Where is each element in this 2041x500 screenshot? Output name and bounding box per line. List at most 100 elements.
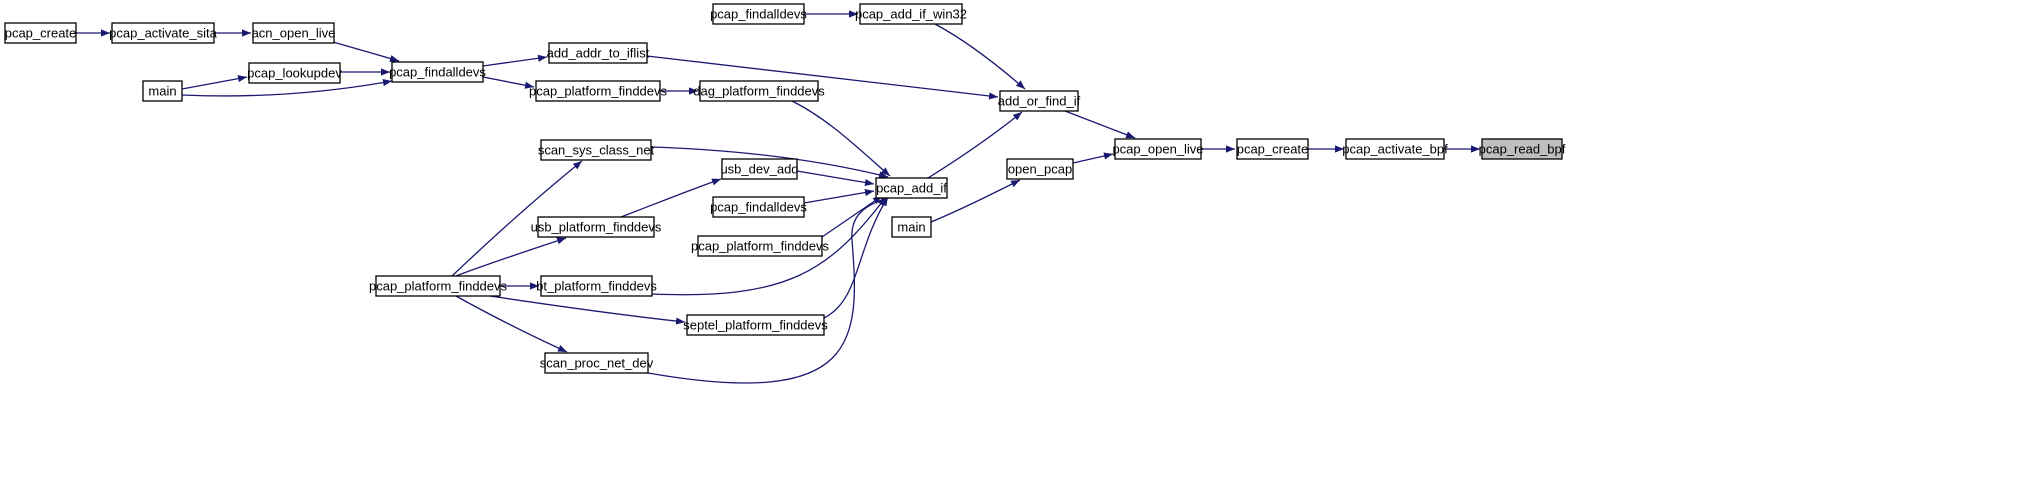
edge-pcap_findalldevs_main-to-add_addr_to_iflist bbox=[482, 54, 548, 67]
edge-scan_proc_net_dev-to-pcap_add_if bbox=[647, 196, 891, 384]
node-pcap_platform_finddevs_mid[interactable]: pcap_platform_finddevs bbox=[691, 235, 830, 257]
node-box bbox=[875, 177, 948, 199]
node-label: pcap_activate_bpf bbox=[1342, 142, 1448, 157]
edge-main_left-to-pcap_lookupdev bbox=[181, 75, 248, 90]
edge-arrow bbox=[620, 178, 722, 218]
edge-pcap_platform_finddevs_left-to-scan_proc_net_dev bbox=[455, 295, 568, 353]
node-box bbox=[697, 235, 823, 257]
edge-arrow bbox=[796, 170, 875, 187]
node-pcap_findalldevs_top[interactable]: pcap_findalldevs bbox=[710, 3, 807, 25]
node-box bbox=[999, 90, 1079, 112]
node-box bbox=[891, 216, 932, 238]
node-label: pcap_platform_finddevs bbox=[691, 239, 830, 254]
edge-scan_sys_class_net-to-pcap_add_if bbox=[650, 146, 889, 179]
edge-bt_platform_finddevs-to-pcap_add_if bbox=[651, 196, 887, 296]
node-pcap_read_bpf[interactable]: pcap_read_bpf bbox=[1479, 138, 1566, 160]
edge-open_pcap-to-pcap_open_live bbox=[1072, 152, 1114, 164]
edge-arrow bbox=[930, 179, 1021, 223]
node-box bbox=[1006, 158, 1074, 180]
node-pcap_platform_finddevs_top[interactable]: pcap_platform_finddevs bbox=[529, 80, 668, 102]
node-acn_open_live[interactable]: acn_open_live bbox=[252, 22, 336, 44]
node-add_addr_to_iflist[interactable]: add_addr_to_iflist bbox=[547, 42, 650, 64]
node-label: pcap_add_if bbox=[876, 181, 947, 196]
edge-arrow bbox=[181, 79, 393, 97]
node-layer: pcap_create pcap_activate_sita acn_open_li… bbox=[4, 3, 1566, 374]
node-main_right[interactable]: main bbox=[891, 216, 932, 238]
node-label: open_pcap bbox=[1008, 162, 1072, 177]
edge-add_or_find_if-to-pcap_open_live bbox=[1064, 110, 1136, 139]
node-septel_platform_finddevs[interactable]: septel_platform_finddevs bbox=[683, 314, 828, 336]
edge-arrow bbox=[1064, 110, 1136, 139]
node-pcap_activate_sita[interactable]: pcap_activate_sita bbox=[109, 22, 218, 44]
node-box bbox=[699, 80, 819, 102]
node-pcap_platform_finddevs_left[interactable]: pcap_platform_finddevs bbox=[369, 275, 508, 297]
node-pcap_findalldevs_main[interactable]: pcap_findalldevs bbox=[389, 61, 486, 83]
node-box bbox=[540, 139, 652, 161]
edge-dag_platform_finddevs-to-pcap_add_if bbox=[791, 100, 891, 177]
node-label: pcap_activate_sita bbox=[109, 26, 217, 41]
node-label: pcap_open_live bbox=[1112, 142, 1203, 157]
node-box bbox=[1114, 138, 1202, 160]
node-box bbox=[252, 22, 335, 44]
node-label: scan_sys_class_net bbox=[538, 143, 655, 158]
node-box bbox=[686, 314, 825, 336]
node-box bbox=[391, 61, 484, 83]
node-box bbox=[712, 196, 805, 218]
node-label: pcap_platform_finddevs bbox=[529, 84, 668, 99]
node-box bbox=[548, 42, 648, 64]
node-pcap_lookupdev[interactable]: pcap_lookupdev bbox=[247, 62, 342, 84]
edge-pcap_findalldevs_mid-to-pcap_add_if bbox=[803, 188, 875, 204]
node-bt_platform_finddevs[interactable]: bt_platform_finddevs bbox=[536, 275, 657, 297]
node-box bbox=[142, 80, 183, 102]
edge-main_right-to-open_pcap bbox=[930, 179, 1021, 223]
node-open_pcap[interactable]: open_pcap bbox=[1006, 158, 1074, 180]
node-label: usb_platform_finddevs bbox=[531, 220, 662, 235]
node-main_left[interactable]: main bbox=[142, 80, 183, 102]
node-box bbox=[4, 22, 77, 44]
edge-usb_dev_add-to-pcap_add_if bbox=[796, 170, 875, 187]
node-pcap_create_right[interactable]: pcap_create bbox=[1236, 138, 1309, 160]
node-pcap_add_if_win32[interactable]: pcap_add_if_win32 bbox=[855, 3, 967, 25]
node-label: main bbox=[897, 220, 925, 235]
edge-arrow bbox=[821, 195, 883, 238]
edge-arrow bbox=[651, 196, 887, 296]
node-box bbox=[375, 275, 501, 297]
edge-arrow bbox=[791, 100, 891, 177]
node-label: bt_platform_finddevs bbox=[536, 279, 657, 294]
node-label: main bbox=[148, 84, 176, 99]
node-box bbox=[544, 352, 649, 374]
node-label: septel_platform_finddevs bbox=[683, 318, 828, 333]
node-box bbox=[1481, 138, 1563, 160]
node-pcap_add_if[interactable]: pcap_add_if bbox=[875, 177, 948, 199]
edge-pcap_findalldevs_main-to-pcap_platform_finddevs_top bbox=[482, 76, 535, 89]
node-scan_sys_class_net[interactable]: scan_sys_class_net bbox=[538, 139, 655, 161]
node-label: add_addr_to_iflist bbox=[547, 46, 650, 61]
node-label: pcap_platform_finddevs bbox=[369, 279, 508, 294]
edge-arrow bbox=[482, 54, 548, 67]
edge-pcap_platform_finddevs_left-to-septel_platform_finddevs bbox=[489, 295, 686, 325]
node-usb_platform_finddevs[interactable]: usb_platform_finddevs bbox=[531, 216, 662, 238]
node-pcap_open_live[interactable]: pcap_open_live bbox=[1112, 138, 1204, 160]
node-label: pcap_add_if_win32 bbox=[855, 7, 967, 22]
node-box bbox=[535, 80, 661, 102]
node-pcap_activate_bpf[interactable]: pcap_activate_bpf bbox=[1342, 138, 1448, 160]
edge-acn_open_live-to-pcap_findalldevs_main bbox=[332, 41, 400, 62]
node-box bbox=[712, 3, 805, 25]
node-box bbox=[1345, 138, 1445, 160]
node-box bbox=[721, 158, 798, 180]
node-label: pcap_findalldevs bbox=[710, 7, 807, 22]
node-usb_dev_add[interactable]: usb_dev_add bbox=[720, 158, 799, 180]
edge-arrow bbox=[803, 188, 875, 204]
edge-arrow bbox=[647, 196, 891, 384]
node-add_or_find_if[interactable]: add_or_find_if bbox=[998, 90, 1081, 112]
edge-pcap_platform_finddevs_left-to-scan_sys_class_net bbox=[451, 160, 583, 277]
node-scan_proc_net_dev[interactable]: scan_proc_net_dev bbox=[540, 352, 654, 374]
edge-arrow bbox=[927, 111, 1023, 179]
node-box bbox=[1236, 138, 1309, 160]
edge-arrow bbox=[646, 55, 999, 100]
node-pcap_findalldevs_mid[interactable]: pcap_findalldevs bbox=[710, 196, 807, 218]
node-dag_platform_finddevs[interactable]: dag_platform_finddevs bbox=[693, 80, 825, 102]
edge-arrow bbox=[451, 160, 583, 277]
node-label: acn_open_live bbox=[252, 26, 336, 41]
node-pcap_create_left[interactable]: pcap_create bbox=[4, 22, 77, 44]
